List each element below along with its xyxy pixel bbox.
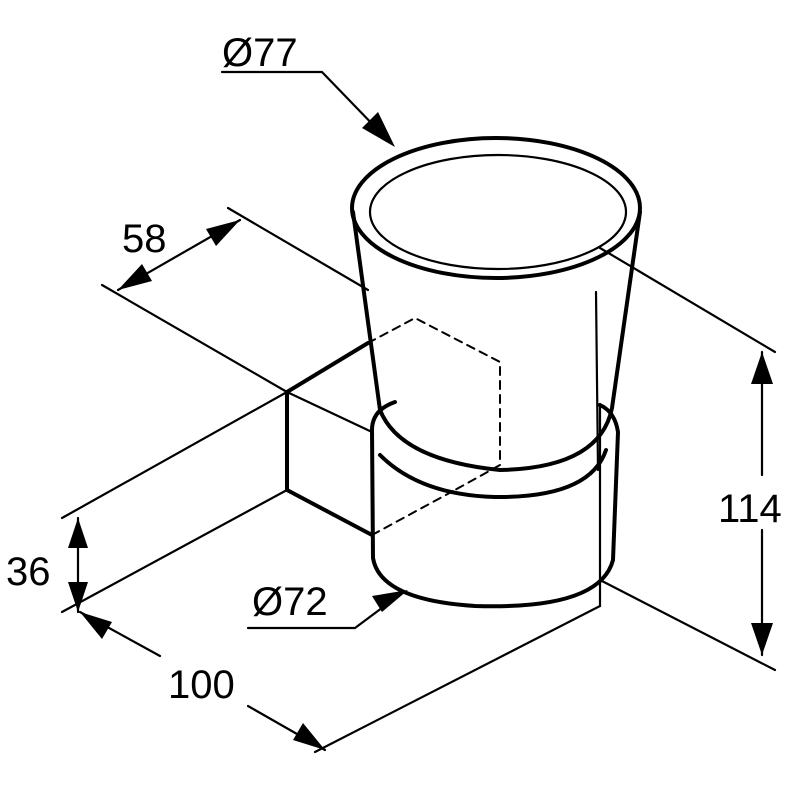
dimension-height-label: 114 bbox=[718, 487, 782, 531]
dimension-depth: 100 bbox=[78, 610, 327, 752]
dimension-depth-label: 100 bbox=[168, 663, 235, 707]
wall-mount-plate bbox=[285, 317, 501, 537]
dimension-plate-height-label: 36 bbox=[6, 550, 51, 594]
dimension-top-diameter: Ø77 bbox=[220, 31, 395, 147]
extension-lines bbox=[60, 206, 777, 754]
glass-tumbler bbox=[350, 136, 642, 472]
dimension-bottom-diameter-label: Ø72 bbox=[252, 580, 328, 624]
dimension-plate-width-label: 58 bbox=[122, 217, 167, 261]
dimension-plate-height: 36 bbox=[6, 516, 88, 614]
dimension-top-diameter-label: Ø77 bbox=[222, 31, 298, 75]
dimension-plate-width: 58 bbox=[116, 217, 242, 292]
cup-holder-ring bbox=[370, 400, 620, 609]
dimension-bottom-diameter: Ø72 bbox=[246, 580, 408, 630]
dimension-height: 114 bbox=[718, 350, 782, 657]
